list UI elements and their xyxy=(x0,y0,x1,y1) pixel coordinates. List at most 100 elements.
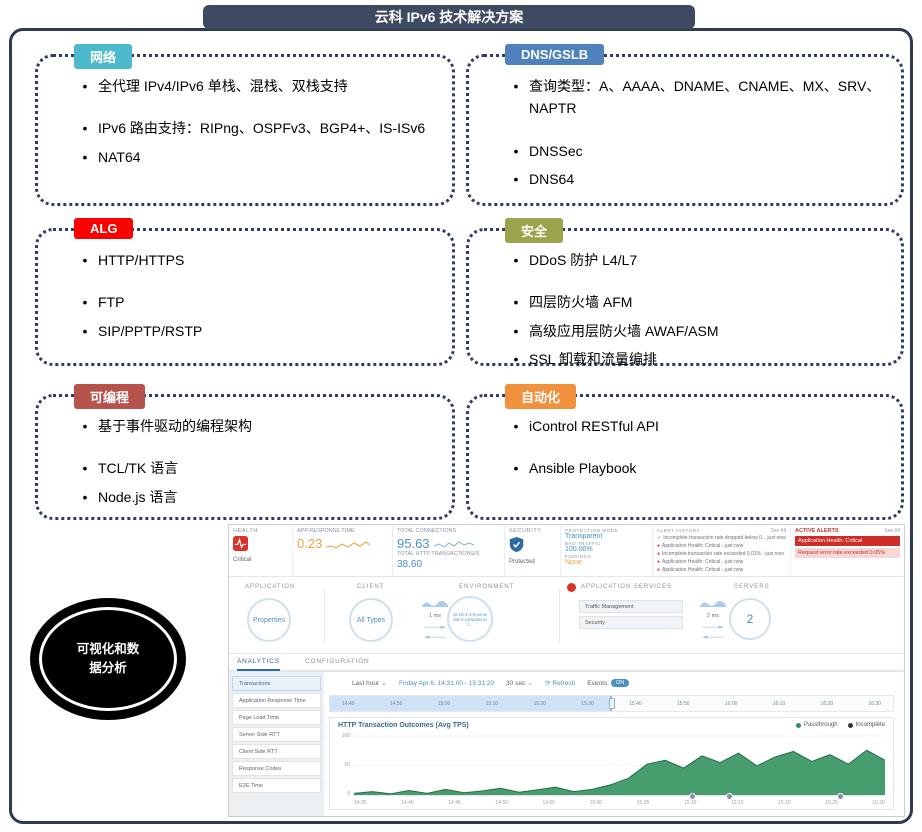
sidebar-metric-item[interactable]: Application Response Time xyxy=(232,693,321,708)
arrow-left-icon: ← xyxy=(417,628,453,642)
events-state-pill: ON xyxy=(610,679,630,687)
bad-traffic-label: BAD TRAFFIC xyxy=(565,541,602,547)
timeline-tick: 16:00 xyxy=(724,700,738,707)
x-axis-tick: 14:35 xyxy=(354,800,367,806)
client-node[interactable]: All Types xyxy=(349,598,393,642)
event-marker[interactable] xyxy=(688,793,696,800)
chevron-down-icon: ⌄ xyxy=(381,680,387,687)
client-latency-label: 1 ms xyxy=(429,613,441,619)
feature-box-network-label: 网络 xyxy=(74,44,133,69)
service-row-label: Security xyxy=(585,619,605,626)
health-status: Critical xyxy=(233,557,252,563)
timeline-scrubber[interactable]: 14:40 14:50 15:00 15:10 15:20 15:30 15:4… xyxy=(329,695,894,712)
bullet-text: Node.js 语言 xyxy=(98,488,178,505)
visualization-oval-ring: 可视化和数 据分析 xyxy=(39,607,177,711)
totals-metric: TOTAL CONNECTIONS 95.63 TOTAL HTTP TRANS… xyxy=(393,525,505,576)
feature-box-security-label: 安全 xyxy=(505,218,564,243)
alert-history-see-all-link[interactable]: See All xyxy=(770,528,786,534)
bullet-text: 基于事件驱动的编程架构 xyxy=(98,418,252,434)
bullet-icon: • xyxy=(513,460,519,477)
bullet-text: iControl RESTful API xyxy=(529,418,659,434)
sidebar-metric-item[interactable]: Transactions xyxy=(232,676,321,691)
sidebar-metric-item[interactable]: Client Side RTT xyxy=(232,744,321,759)
bullet-text: TCL/TK 语言 xyxy=(98,460,179,477)
datetime-range[interactable]: Friday Apr 6, 14:31:00 - 15:31:20 xyxy=(399,680,494,687)
chart-y-axis: 100 50 0 xyxy=(332,733,350,797)
protection-mode-label: PROTECTION MODE xyxy=(565,528,619,533)
service-row-label: Traffic Management xyxy=(585,603,634,610)
interval-dropdown[interactable]: 30 sec ⌄ xyxy=(506,679,533,688)
sidebar-metric-item[interactable]: Server Side RTT xyxy=(232,727,321,742)
tab-configuration[interactable]: CONFIGURATION xyxy=(305,658,370,665)
sidebar-metric-label: Transactions xyxy=(239,680,271,687)
x-axis-tick: 15:05 xyxy=(636,800,650,806)
environment-node[interactable]: ip-10-1-1-8-us-west-2.compute.int... xyxy=(447,596,493,642)
bullet-item: • SSL 卸载和流量编排 xyxy=(503,348,889,370)
refresh-button[interactable]: ⟳ Refresh xyxy=(545,679,576,688)
time-range-dropdown[interactable]: Last hour ⌄ xyxy=(352,679,387,688)
connections-sparkline-icon xyxy=(433,540,474,548)
timeline-tick: 15:40 xyxy=(629,700,642,707)
alert-history-text: Incomplete transaction rate exceeded 0.0… xyxy=(662,551,784,557)
legend-label: Passthrough xyxy=(803,722,838,728)
x-axis-tick: 15:15 xyxy=(731,800,744,806)
legend-item[interactable]: Incomplete xyxy=(847,722,885,728)
timeline-tick: 14:40 xyxy=(342,700,355,707)
application-services-section-label: APPLICATION SERVICES xyxy=(581,584,673,590)
active-alerts-see-all-link[interactable]: See All xyxy=(884,528,900,534)
servers-node[interactable]: 2 xyxy=(729,598,771,640)
event-marker[interactable] xyxy=(725,793,733,800)
legend-label: Incomplete xyxy=(855,722,885,728)
feature-box-dns-gslb-bullets: • 查询类型：A、AAAA、DNAME、CNAME、MX、SRV、NAPTR •… xyxy=(469,57,901,191)
traffic-sparkline-icon xyxy=(700,600,726,607)
feature-box-automation: 自动化 • iControl RESTful API • Ansible Pla… xyxy=(466,384,904,520)
bullet-text: NAT64 xyxy=(98,148,141,165)
alert-history-item: ● Application Health: Critical - just no… xyxy=(657,558,786,566)
bullet-icon: • xyxy=(513,294,519,311)
feature-box-network: 网络 • 全代理 IPv4/IPv6 单栈、混栈、双栈支持 • IPv6 路由支… xyxy=(35,44,455,206)
timeline-tick: 15:00 xyxy=(437,700,451,707)
sidebar-metric-item[interactable]: Response Codes xyxy=(232,761,321,776)
bullet-text: FTP xyxy=(98,294,125,311)
sidebar-metric-label: Server Side RTT xyxy=(239,731,280,738)
event-marker[interactable] xyxy=(837,793,845,800)
visualization-oval: 可视化和数 据分析 xyxy=(30,598,186,720)
bullet-icon: • xyxy=(513,252,519,268)
bullet-item: • DNSSec xyxy=(503,140,889,162)
feature-box-alg-label: ALG xyxy=(74,218,134,239)
feature-box-programmable-bullets: • 基于事件驱动的编程架构 • TCL/TK 语言 • Node.js 语言 xyxy=(38,397,452,508)
tab-analytics[interactable]: ANALYTICS xyxy=(237,658,280,671)
sidebar-metric-item[interactable]: Page Load Time xyxy=(232,710,321,725)
servers-count: 2 xyxy=(746,612,754,626)
protection-mode-value: Transparent xyxy=(565,533,603,540)
bullet-text: HTTP/HTTPS xyxy=(98,252,185,268)
bad-traffic-value: 100.00% xyxy=(565,546,593,554)
health-label: HEALTH xyxy=(233,528,258,534)
security-label: SECURITY xyxy=(509,528,542,534)
application-node[interactable]: Properties xyxy=(247,598,291,642)
feature-box-dns-gslb: DNS/GSLB • 查询类型：A、AAAA、DNAME、CNAME、MX、SR… xyxy=(466,44,904,206)
service-row-security[interactable]: Security xyxy=(579,616,683,629)
events-toggle[interactable]: Events: ON xyxy=(587,679,630,687)
x-axis-tick: 14:50 xyxy=(495,800,508,806)
visualization-label-line2: 据分析 xyxy=(89,661,127,675)
refresh-label: Refresh xyxy=(552,679,576,687)
x-axis-tick: 14:55 xyxy=(542,800,556,806)
alert-history-label: ALERT HISTORY xyxy=(657,528,701,533)
bullet-text: Ansible Playbook xyxy=(529,460,637,477)
bullet-item: • 查询类型：A、AAAA、DNAME、CNAME、MX、SRV、NAPTR xyxy=(503,75,889,120)
page-title: 云科 IPv6 技术解决方案 xyxy=(203,5,695,29)
sidebar-metric-item[interactable]: E2E Time xyxy=(232,778,321,793)
feature-box-security-bullets: • DDoS 防护 L4/L7 • 四层防火墙 AFM • 高级应用层防火墙 A… xyxy=(469,231,901,371)
timeline-tick: 16:20 xyxy=(820,700,834,707)
feature-box-programmable: 可编程 • 基于事件驱动的编程架构 • TCL/TK 语言 • Node.js … xyxy=(35,384,455,520)
timeline-handle[interactable] xyxy=(608,698,615,709)
events-label: Events: xyxy=(587,679,609,687)
legend-color-dot xyxy=(847,722,853,728)
bullet-icon: • xyxy=(82,418,88,434)
service-row-traffic-management[interactable]: Traffic Management xyxy=(579,600,683,613)
bullet-item: • Ansible Playbook xyxy=(503,457,889,479)
legend-item[interactable]: Passthrough xyxy=(795,722,838,728)
bullet-item: • Node.js 语言 xyxy=(72,486,440,508)
health-heartbeat-icon xyxy=(233,536,248,551)
